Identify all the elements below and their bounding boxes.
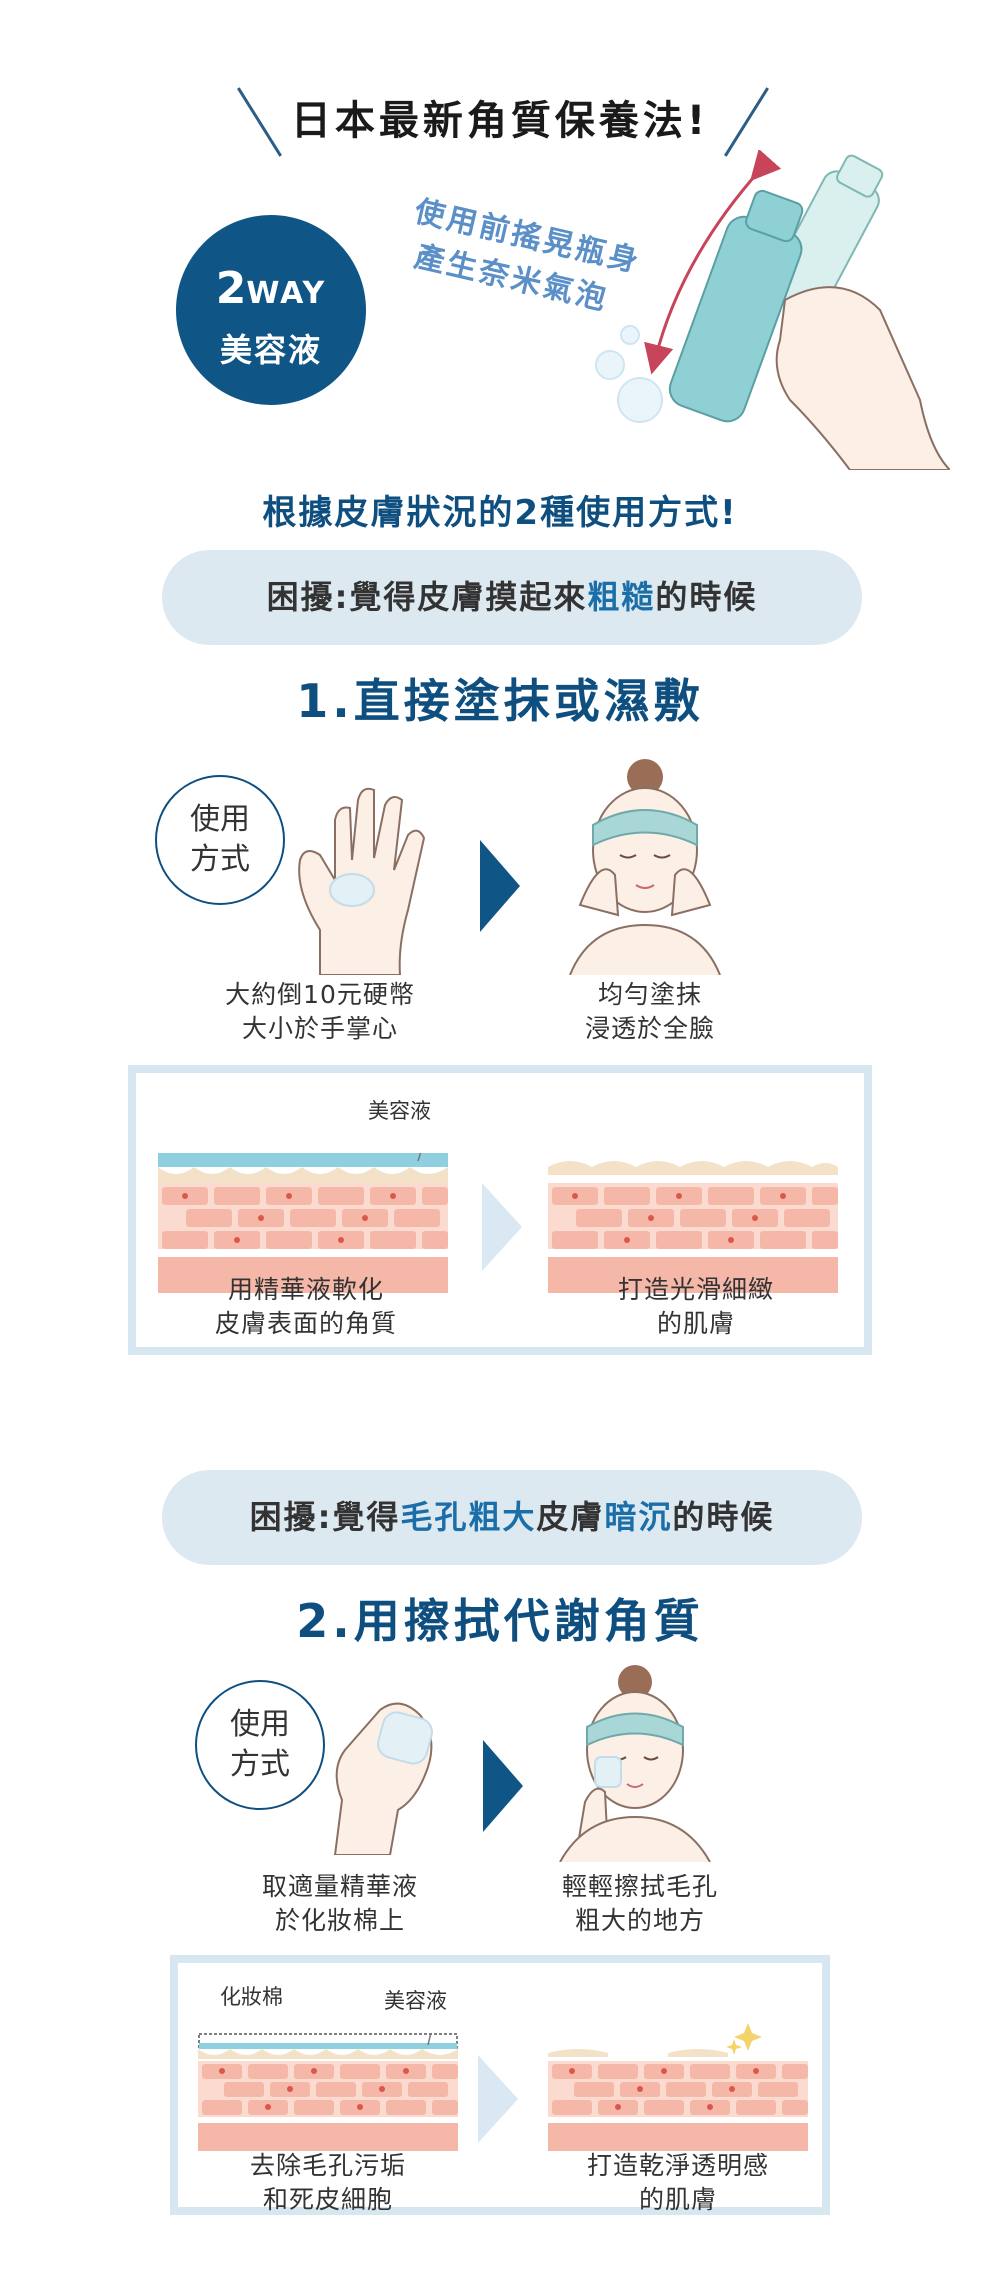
diagram2-caption-right: 打造乾淨透明感 的肌膚 [586, 2151, 769, 2214]
usage-subhead: 根據皮膚狀況的2種使用方式! [262, 493, 738, 533]
result-arrow-icon [478, 2055, 518, 2143]
step-arrow-icon [483, 1740, 523, 1832]
step1-caption-left: 大約倒10元硬幣 大小於手掌心 [225, 980, 415, 1043]
step2-caption-left: 取適量精華液 於化妝棉上 [261, 1872, 418, 1935]
serum-label: 美容液 [368, 1099, 431, 1123]
concern-pill-2: 困擾:覺得毛孔粗大皮膚暗沉的時候 [162, 1470, 862, 1565]
usage-circle-1: 使用 方式 [155, 775, 285, 905]
step1-title: 1.直接塗抹或濕敷 [296, 674, 704, 728]
step-arrow-icon [480, 840, 520, 932]
skin-clear-diagram [548, 2023, 808, 2151]
skin-diagram-frame-1: 美容液 用精華液軟化 皮膚表面的角質 打造光滑細緻 [128, 1065, 872, 1355]
step1-caption-right: 均勻塗抹 浸透於全臉 [584, 980, 715, 1043]
two-way-badge: 2WAY 美容液 [176, 215, 366, 405]
skin-before-diagram [158, 1153, 448, 1293]
cotton-pad-hand-illustration [333, 1702, 433, 1855]
concern-pill-1: 困擾:覺得皮膚摸起來粗糙的時候 [162, 550, 862, 645]
bottle-shake-illustration [595, 150, 950, 470]
diagram1-caption-left: 用精華液軟化 皮膚表面的角質 [214, 1275, 397, 1338]
skin-wipe-diagram [198, 2033, 458, 2151]
face-apply-illustration [569, 759, 721, 975]
result-arrow-icon [482, 1183, 522, 1271]
skin-diagram-frame-2: 化妝棉 美容液 去除毛孔污垢 和 [170, 1955, 830, 2215]
badge-number: 2 [215, 263, 247, 314]
step2-title: 2.用擦拭代謝角質 [296, 1594, 704, 1648]
usage-circle-2: 使用 方式 [195, 1680, 325, 1810]
cotton-pad-label: 化妝棉 [220, 1985, 283, 2009]
badge-way: WAY [246, 276, 327, 311]
skin-after-diagram [548, 1161, 838, 1293]
headline-slash-right [724, 87, 769, 157]
face-wipe-illustration [559, 1665, 711, 1862]
headline: 日本最新角質保養法! [290, 98, 710, 144]
badge-text: 美容液 [219, 331, 322, 369]
step2-caption-right: 輕輕擦拭毛孔 粗大的地方 [561, 1872, 718, 1935]
serum-label: 美容液 [384, 1989, 447, 2013]
diagram2-caption-left: 去除毛孔污垢 和死皮細胞 [249, 2151, 406, 2214]
palm-illustration [298, 787, 426, 975]
diagram1-caption-right: 打造光滑細緻 的肌膚 [617, 1275, 774, 1338]
